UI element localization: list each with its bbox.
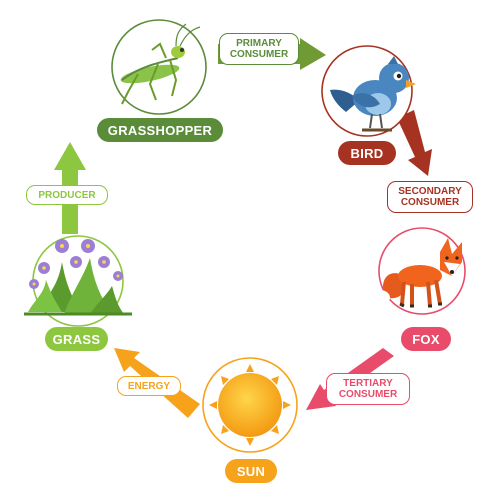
sun-label: SUN xyxy=(225,459,277,483)
bird-label: BIRD xyxy=(338,141,396,165)
grasshopper-icon xyxy=(120,23,201,105)
grasshopper-label: GRASSHOPPER xyxy=(97,118,223,142)
secondary-consumer-line1: SECONDARY xyxy=(398,186,462,197)
secondary-consumer-arrow xyxy=(397,110,432,176)
fox-label: FOX xyxy=(401,327,451,351)
fox-icon xyxy=(380,238,462,308)
bird-icon xyxy=(330,56,416,132)
grass-flower-icon xyxy=(24,239,132,316)
sun-icon xyxy=(209,364,291,446)
secondary-consumer-line2: CONSUMER xyxy=(400,197,460,208)
tertiary-consumer-line1: TERTIARY xyxy=(343,378,393,389)
grass-label: GRASS xyxy=(45,327,108,351)
producer-tag: PRODUCER xyxy=(26,185,108,205)
primary-consumer-line2: CONSUMER xyxy=(229,49,289,60)
primary-consumer-line1: PRIMARY xyxy=(236,38,282,49)
energy-tag: ENERGY xyxy=(117,376,181,396)
tertiary-consumer-line2: CONSUMER xyxy=(338,389,398,400)
